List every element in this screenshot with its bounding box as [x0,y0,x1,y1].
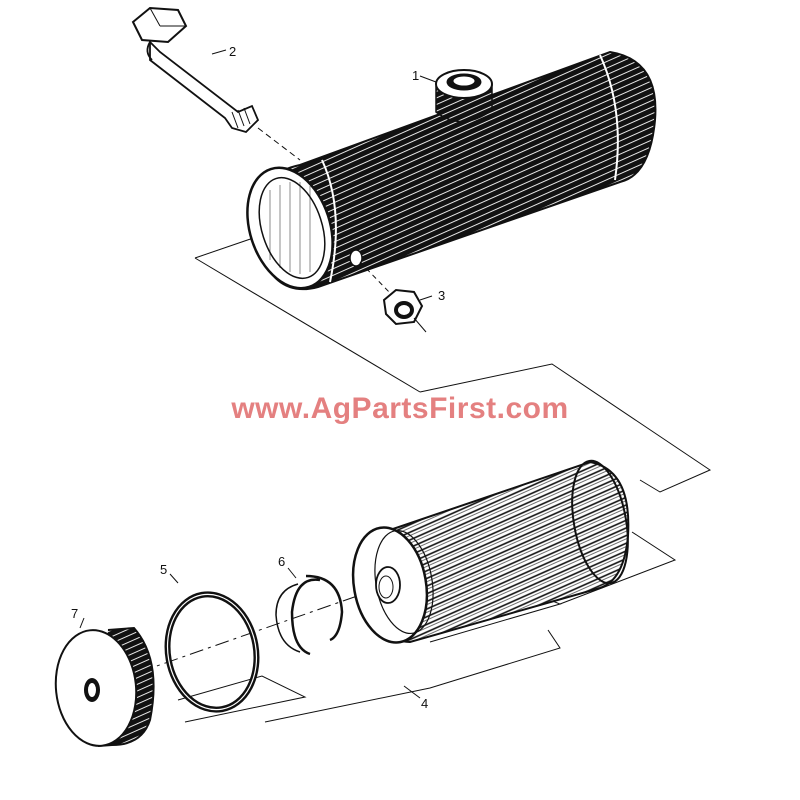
o-ring [164,573,260,713]
callout-6: 6 [278,554,285,569]
leader-3 [419,295,433,301]
filter-housing [194,50,657,393]
end-cap [54,617,155,747]
leader-2 [211,49,227,55]
leader-1 [419,75,437,83]
callout-7: 7 [71,606,78,621]
bolt [131,6,301,161]
nut [359,261,427,333]
snap-ring [275,567,344,656]
callout-2: 2 [229,44,236,59]
callout-4: 4 [421,696,428,711]
assembly-outline [419,363,712,493]
filter-element [351,459,677,644]
callout-5: 5 [160,562,167,577]
callout-1: 1 [412,68,419,83]
callout-3: 3 [438,288,445,303]
